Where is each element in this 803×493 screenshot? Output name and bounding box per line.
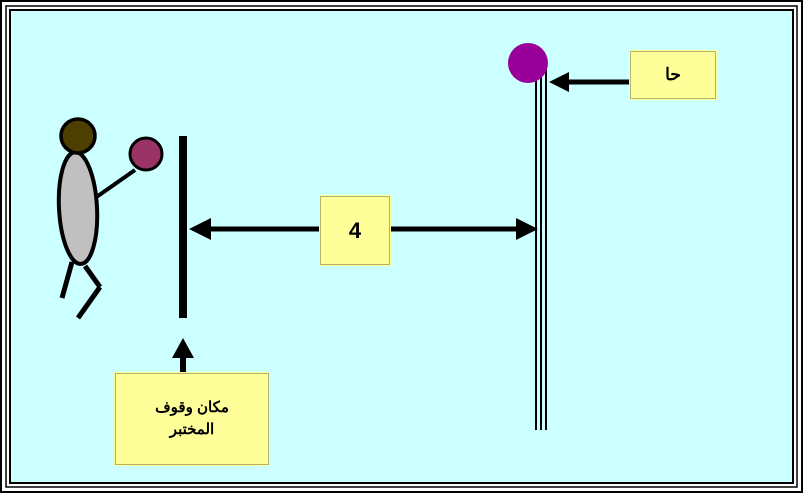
inner-frame-outline <box>5 5 798 488</box>
standing-line <box>179 136 187 318</box>
hand-ball <box>128 136 164 172</box>
distance-arrow <box>189 218 538 240</box>
height-arrow <box>549 72 632 92</box>
stand-place-line-2: المختبر <box>169 421 215 438</box>
wall <box>535 62 547 430</box>
distance-label: 4 <box>320 196 390 265</box>
stand-place-arrow <box>172 338 194 374</box>
wall-ball <box>508 43 548 83</box>
height-label-text: حا <box>665 65 681 84</box>
distance-label-text: 4 <box>348 217 362 243</box>
player-legs <box>59 261 103 320</box>
player-head <box>59 117 97 155</box>
player-figure <box>56 117 137 320</box>
stand-place-label: مكان وقوف المختبر <box>115 373 269 465</box>
height-label: حا <box>630 51 716 99</box>
player-arm <box>93 168 137 200</box>
stand-place-line-1: مكان وقوف <box>155 398 229 416</box>
